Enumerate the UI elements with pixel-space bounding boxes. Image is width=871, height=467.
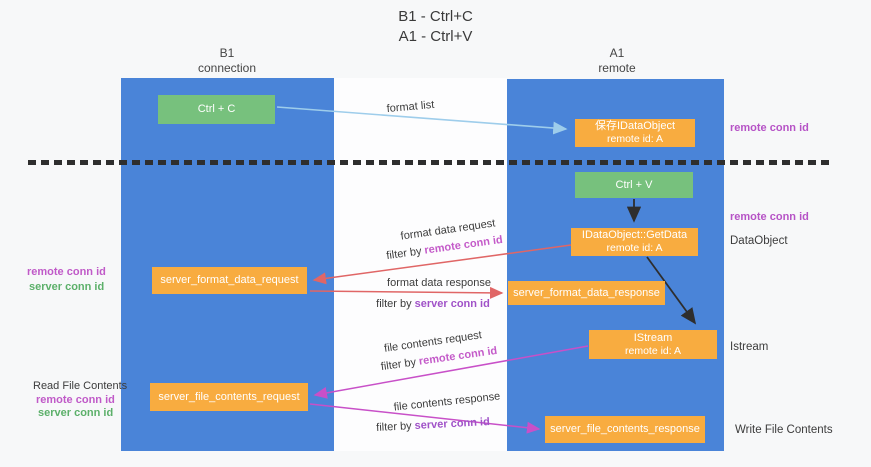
- label-format-data-response: format data response: [387, 277, 491, 289]
- node-save-idataobject: 保存IDataObject remote id: A: [575, 119, 695, 147]
- left-label-remote-conn-id: remote conn id: [27, 266, 106, 278]
- right-label-dataobject: DataObject: [730, 235, 788, 247]
- session-divider-dashed-line: [28, 160, 830, 165]
- left-label-server-conn-id-2: server conn id: [38, 407, 114, 419]
- diagram-title: B1 - Ctrl+C A1 - Ctrl+V: [0, 7, 871, 47]
- right-label-istream: Istream: [730, 341, 769, 353]
- header-b1: B1 connection: [197, 46, 257, 75]
- node-server-format-data-request: server_format_data_request: [152, 267, 307, 294]
- left-label-remote-conn-id-2: remote conn id: [36, 394, 115, 406]
- right-label-remote-conn-id-top: remote conn id: [730, 122, 809, 134]
- right-label-write-file-contents: Write File Contents: [735, 424, 833, 436]
- title-line-2: A1 - Ctrl+V: [398, 28, 473, 45]
- header-a1: A1 remote: [598, 46, 636, 75]
- node-istream: IStream remote id: A: [589, 330, 717, 359]
- node-server-format-data-response: server_format_data_response: [508, 281, 665, 305]
- left-label-server-conn-id: server conn id: [29, 281, 105, 293]
- right-label-remote-conn-id-mid: remote conn id: [730, 211, 809, 223]
- node-ctrl-v: Ctrl + V: [575, 172, 693, 198]
- node-server-file-contents-request: server_file_contents_request: [150, 383, 308, 411]
- title-line-1: B1 - Ctrl+C: [398, 8, 473, 25]
- left-label-read-file-contents: Read File Contents: [33, 380, 128, 392]
- node-idataobject-getdata: IDataObject::GetData remote id: A: [571, 228, 698, 256]
- node-ctrl-c: Ctrl + C: [158, 95, 275, 124]
- node-server-file-contents-response: server_file_contents_response: [545, 416, 705, 443]
